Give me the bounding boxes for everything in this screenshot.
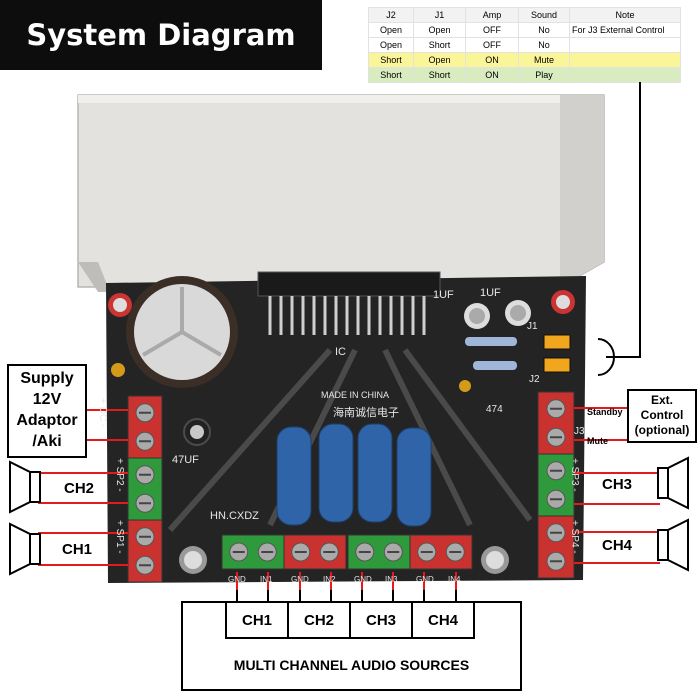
source-channel-box: [287, 601, 351, 639]
supply-line-2: 12V: [32, 391, 62, 408]
source-channel-box: [411, 601, 475, 639]
screw-terminal: [409, 534, 473, 570]
table-header-row: J2 J1 Amp Sound Note: [368, 7, 681, 23]
ext-line-1: Ext.: [650, 393, 673, 407]
input-terminal-label: IN4: [448, 575, 461, 584]
ic-label: IC: [335, 346, 346, 358]
sp1-label: + SP1 -: [114, 520, 125, 554]
film-capacitor: [276, 426, 312, 526]
audio-sources-label: MULTI CHANNEL AUDIO SOURCES: [233, 657, 470, 673]
input-terminal-label: GND: [354, 575, 372, 584]
sp3-label: + SP3 -: [569, 458, 580, 492]
screw-terminal: [283, 534, 347, 570]
input-terminal-label: GND: [416, 575, 434, 584]
speaker-ch4-icon: [657, 518, 689, 572]
diagram-title: System Diagram: [26, 18, 296, 52]
ch3-label: CH3: [602, 476, 633, 493]
sp2-label: + SP2 -: [114, 458, 125, 492]
supply-line-3: Adaptor: [16, 412, 78, 429]
heatsink: [77, 94, 605, 292]
supply-line-4: /Aki: [32, 433, 62, 450]
cell-note: [569, 67, 681, 83]
speaker-ch3-icon: [657, 456, 689, 510]
screw-terminal: [347, 534, 411, 570]
chinese-label: 海南诚信电子: [333, 407, 399, 419]
j2-label: J2: [529, 374, 540, 385]
ch2-label: CH2: [64, 480, 95, 497]
j3-label: J3: [574, 426, 585, 437]
brand-label: HN.CXDZ: [210, 510, 259, 522]
film-capacitor: [396, 427, 432, 527]
pcb-board: [106, 271, 586, 583]
supply-box: [7, 364, 87, 458]
cap-1uf-label-2: 1UF: [480, 287, 501, 299]
cap-474-label: 474: [486, 404, 503, 415]
standby-label: Standby: [587, 407, 623, 417]
supply-label: Supply 12V Adaptor /Aki: [7, 368, 87, 452]
source-channel-label: CH2: [303, 612, 334, 629]
speaker-ch2-icon: [9, 460, 41, 514]
screw-terminal: [127, 519, 163, 583]
source-channel-label: CH3: [365, 612, 396, 629]
made-in-china-label: MADE IN CHINA: [321, 390, 390, 400]
input-terminal-label: IN3: [385, 575, 398, 584]
speaker-ch1-icon: [9, 522, 41, 576]
screw-terminal: [537, 515, 575, 579]
film-capacitor: [318, 423, 354, 523]
ext-control-label: Ext. Control (optional): [627, 393, 697, 438]
input-terminal-label: GND: [228, 575, 246, 584]
header-note: Note: [569, 7, 681, 23]
cell-amp: ON: [465, 67, 519, 83]
dc-label: + DC -: [97, 398, 108, 428]
j3-connector-line: [597, 82, 641, 376]
sp4-label: + SP4 -: [569, 520, 580, 554]
ch4-label: CH4: [602, 537, 633, 554]
screw-terminal: [537, 453, 575, 517]
screw-terminal: [127, 395, 163, 459]
ext-line-3: (optional): [634, 423, 690, 437]
source-connectors: [236, 590, 457, 601]
source-channel-label: CH4: [427, 612, 458, 629]
ch1-label: CH1: [62, 541, 93, 558]
header-amp: Amp: [465, 7, 519, 23]
ext-line-2: Control: [640, 408, 684, 422]
cap-1uf-label-1: 1UF: [433, 289, 454, 301]
input-terminal-label: IN1: [260, 575, 273, 584]
input-terminal-label: IN2: [323, 575, 336, 584]
j1-label: J1: [527, 321, 538, 332]
mute-label: Mute: [587, 436, 608, 446]
source-channel-box: [349, 601, 413, 639]
screw-terminal: [221, 534, 285, 570]
input-terminal-label: GND: [291, 575, 309, 584]
ext-control-box: [627, 389, 697, 443]
screw-terminal: [537, 391, 575, 455]
source-channel-label: CH1: [241, 612, 272, 629]
cap-47uf-label: 47UF: [172, 454, 199, 466]
title-banner: [0, 0, 322, 70]
screw-terminal: [127, 457, 163, 521]
film-capacitor: [357, 423, 393, 523]
supply-line-1: Supply: [20, 370, 74, 387]
source-channel-box: [225, 601, 289, 639]
header-sound: Sound: [518, 7, 570, 23]
